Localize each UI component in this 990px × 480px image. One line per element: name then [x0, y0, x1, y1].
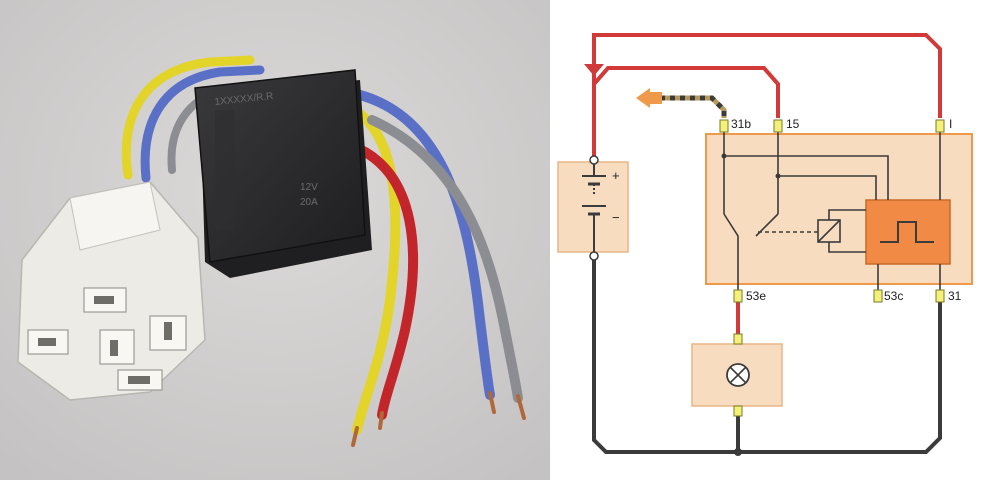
battery: + −	[557, 155, 629, 261]
terminal-53c-pin	[873, 289, 883, 303]
wire-tip	[378, 411, 384, 430]
wire-tip	[516, 394, 526, 420]
wire-tip	[488, 391, 496, 414]
battery-plus-label: +	[612, 168, 620, 183]
terminal-31b-pin	[719, 119, 729, 133]
relay-voltage-marking: 12V	[300, 182, 318, 193]
terminal-15-label: 15	[786, 117, 800, 131]
circuit-diagram: + −	[550, 0, 990, 480]
relay-current-marking: 20A	[300, 197, 318, 208]
connector-block	[17, 181, 206, 401]
terminal-31-pin	[935, 289, 945, 303]
terminal-I-pin	[935, 119, 945, 133]
terminal-I-label: I	[949, 117, 952, 131]
grey-wire	[367, 115, 523, 403]
terminal-53e-pin	[733, 289, 743, 303]
terminal-15-pin	[773, 119, 783, 133]
terminal-53e-label: 53e	[746, 289, 766, 303]
blue-wire	[355, 90, 495, 400]
red-wire	[345, 140, 418, 420]
terminal-31-label: 31	[948, 289, 962, 303]
wire-tip	[351, 426, 359, 447]
lamp	[691, 333, 783, 417]
red-wiring	[584, 33, 942, 340]
lamp-terminal-top	[733, 333, 743, 345]
pulse-waveform-icon	[880, 221, 934, 243]
battery-positive-terminal	[589, 155, 599, 165]
flow-arrow-icon	[584, 64, 604, 76]
terminal-pins	[719, 119, 945, 303]
relay-photo: 1XXXXX/R.R 12V 20A	[0, 0, 550, 480]
lamp-terminal-bottom	[733, 405, 743, 417]
output-31b-line	[636, 88, 727, 118]
terminal-53c-label: 53c	[884, 289, 903, 303]
terminal-31b-label: 31b	[731, 117, 751, 131]
yellow-wire-rear	[121, 55, 255, 180]
pulse-module	[865, 199, 951, 265]
battery-negative-terminal	[589, 251, 599, 261]
arrow-left-icon	[636, 88, 650, 108]
ground-wiring	[592, 258, 942, 456]
relay-box	[705, 132, 973, 292]
blue-wire-rear	[140, 65, 265, 183]
relay-body: 1XXXXX/R.R 12V 20A	[194, 69, 372, 278]
yellow-wire	[350, 105, 401, 435]
battery-minus-label: −	[612, 210, 620, 225]
